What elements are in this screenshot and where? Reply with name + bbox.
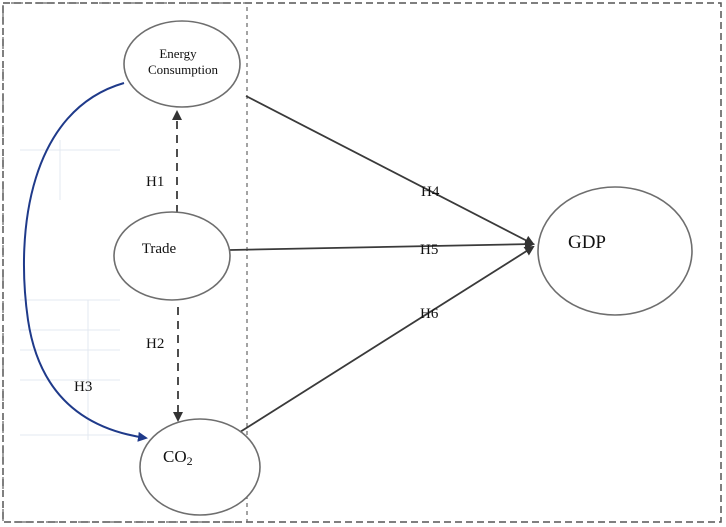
background-grid	[20, 140, 120, 440]
left-panel-frame	[2, 2, 248, 523]
label-h6: H6	[420, 306, 439, 322]
co2-label-subscript: 2	[187, 454, 193, 468]
co2-label-base: CO	[163, 447, 187, 466]
label-h5: H5	[420, 242, 438, 258]
co2-label: CO2	[163, 447, 193, 468]
gdp-label: GDP	[568, 232, 606, 253]
edge-h6	[239, 245, 535, 433]
energy-label-line2: Consumption	[148, 62, 219, 77]
node-energy-consumption: Energy Consumption	[123, 20, 241, 108]
label-h3: H3	[74, 379, 92, 395]
node-trade: Trade	[113, 211, 231, 301]
label-h1: H1	[146, 174, 164, 190]
label-h4: H4	[421, 184, 440, 200]
node-co2: CO2	[139, 418, 261, 516]
node-gdp: GDP	[537, 186, 693, 316]
edge-h4	[245, 95, 535, 245]
energy-label-line1: Energy	[159, 46, 197, 61]
label-h2: H2	[146, 336, 164, 352]
edge-h5	[229, 239, 535, 251]
edge-h3	[23, 82, 148, 442]
trade-label: Trade	[142, 241, 177, 257]
